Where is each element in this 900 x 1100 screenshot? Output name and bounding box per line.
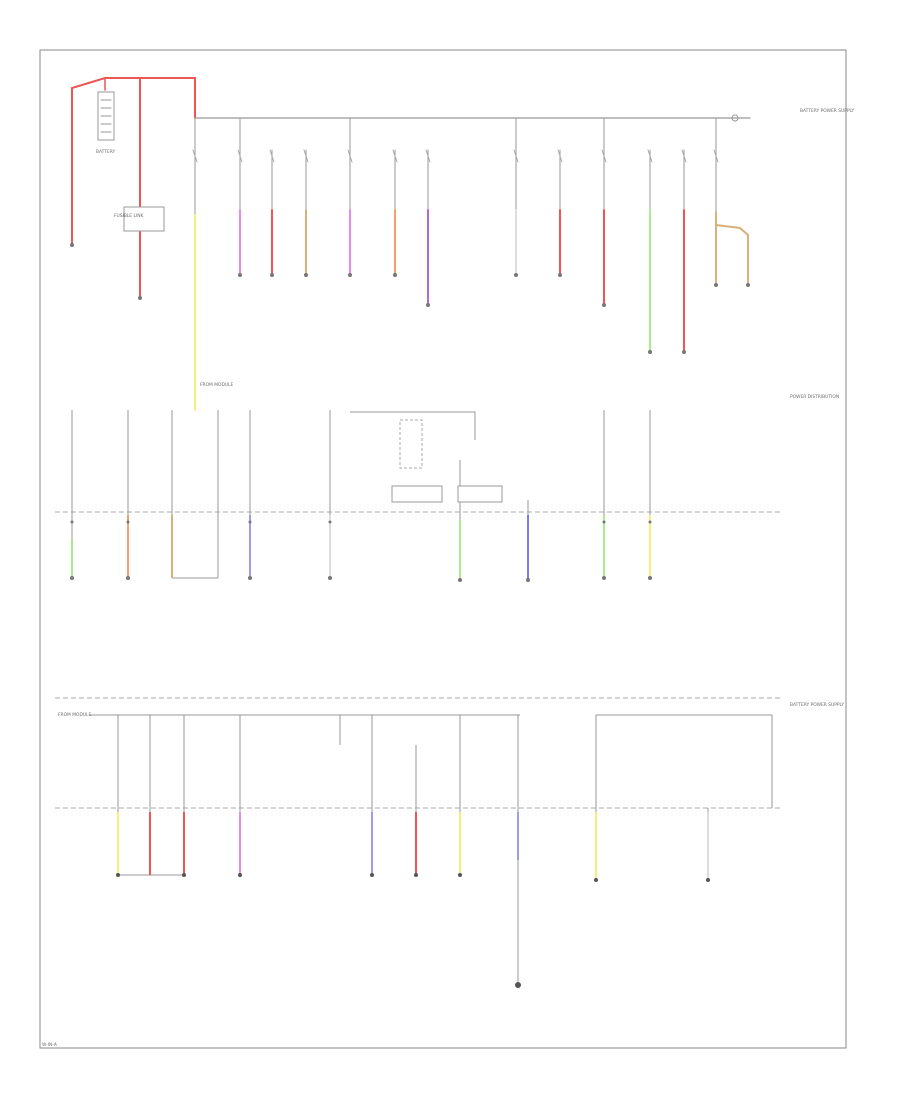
- bottom-section: FROM MODULE BATTERY POWER SUPPLY: [55, 697, 844, 988]
- top-right-note: BATTERY POWER SUPPLY: [800, 108, 854, 114]
- mid-right-note: POWER DISTRIBUTION: [790, 394, 839, 400]
- fusible-link-label: FUSIBLE LINK: [114, 213, 143, 219]
- battery-label: BATTERY: [96, 149, 116, 155]
- footer-code: W-IN-A: [42, 1042, 57, 1048]
- battery-symbol: [97, 91, 115, 141]
- fusible-link-box: [123, 206, 165, 232]
- middle-section: FROM MODULE POWER DISTRIBUTION: [55, 382, 839, 582]
- bottom-right-note: BATTERY POWER SUPPLY: [790, 702, 844, 708]
- from-module-top-label: FROM MODULE: [200, 382, 234, 388]
- diagram-frame: [39, 49, 847, 1049]
- from-module-bottom-label: FROM MODULE: [58, 712, 92, 718]
- top-section: BATTERY FUSIBLE LINK BATTERY POWER SUPPL…: [70, 77, 854, 411]
